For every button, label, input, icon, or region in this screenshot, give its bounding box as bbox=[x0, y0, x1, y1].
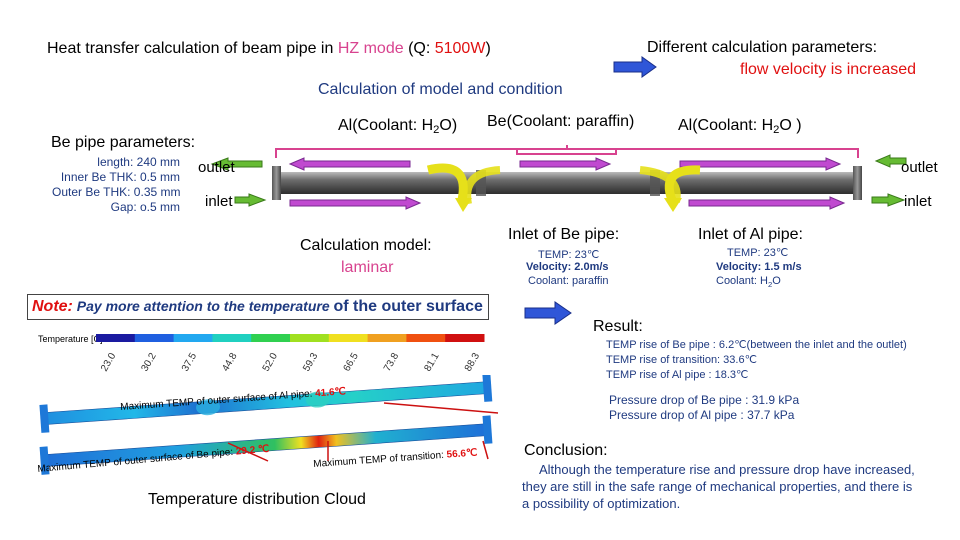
legend-color-segment bbox=[173, 334, 213, 342]
model-value: laminar bbox=[341, 259, 394, 276]
result-line: TEMP rise of transition: 33.6℃ bbox=[606, 354, 757, 366]
result-line: TEMP rise of Be pipe : 6.2℃(between the … bbox=[606, 339, 907, 351]
pipe-flange-right bbox=[853, 166, 862, 200]
pressure-line: Pressure drop of Al pipe : 37.7 kPa bbox=[609, 408, 795, 422]
legend-title: Temperature [C] bbox=[38, 334, 103, 344]
outlet-left-label: outlet bbox=[198, 159, 235, 176]
legend-tick-label: 88.3 bbox=[463, 351, 482, 374]
legend-color-segment bbox=[367, 334, 407, 342]
legend-tick-label: 23.0 bbox=[99, 351, 118, 374]
pressure-line: Pressure drop of Be pipe : 31.9 kPa bbox=[609, 393, 800, 407]
title-q-close: ) bbox=[485, 40, 491, 57]
legend-color-segment bbox=[134, 334, 175, 342]
pipe-params-list: length: 240 mm Inner Be THK: 0.5 mm Oute… bbox=[52, 155, 181, 215]
legend-color-segment bbox=[406, 334, 446, 342]
pipe-flange-left bbox=[272, 166, 281, 200]
curve-arrow-yellow bbox=[426, 163, 468, 201]
title-q-open: (Q: bbox=[403, 40, 435, 57]
model-condition: Calculation of model and condition bbox=[318, 81, 563, 98]
inlet-al-coolant: Coolant: H2O bbox=[716, 275, 781, 289]
legend-color-segment bbox=[328, 334, 369, 342]
legend-tick-label: 66.5 bbox=[342, 351, 361, 374]
legend-color-segment bbox=[290, 334, 330, 342]
cloud-pipe-bottom bbox=[39, 415, 493, 475]
pipe-param-line: Gap: o.5 mm bbox=[110, 200, 180, 214]
title-prefix: Heat transfer calculation of beam pipe i… bbox=[47, 40, 338, 57]
pipe-param-line: Outer Be THK: 0.35 mm bbox=[52, 185, 181, 199]
flow-arrow-purple bbox=[288, 157, 411, 171]
result-title: Result: bbox=[593, 318, 643, 335]
inlet-be-velocity: Velocity: 2.0m/s bbox=[526, 261, 609, 273]
note-text: Note: Pay more attention to the temperat… bbox=[32, 298, 483, 315]
inlet-be-coolant: Coolant: paraffin bbox=[528, 275, 609, 287]
pipe-param-line: length: 240 mm bbox=[97, 155, 180, 169]
note-box: Note: Pay more attention to the temperat… bbox=[27, 294, 489, 320]
pipe-params-title: Be pipe parameters: bbox=[51, 134, 196, 151]
result-arrow-icon bbox=[524, 301, 572, 325]
inlet-right-label: inlet bbox=[904, 193, 932, 210]
inlet-be-title: Inlet of Be pipe: bbox=[508, 226, 620, 243]
legend-tick-label: 30.2 bbox=[139, 351, 158, 374]
inlet-left-label: inlet bbox=[205, 193, 233, 210]
segment-left-label: Al(Coolant: H2O) bbox=[338, 117, 458, 136]
title-q-value: 5100W bbox=[434, 40, 486, 57]
pipe-param-line: Inner Be THK: 0.5 mm bbox=[60, 170, 180, 184]
legend-color-segment bbox=[445, 334, 485, 342]
segment-middle-label: Be(Coolant: paraffin) bbox=[487, 113, 635, 130]
inlet-al-velocity: Velocity: 1.5 m/s bbox=[716, 261, 802, 273]
legend-tick-label: 59.3 bbox=[301, 351, 320, 374]
flow-arrow-purple bbox=[289, 196, 422, 210]
inlet-right-arrow bbox=[871, 193, 906, 207]
pipe-body bbox=[272, 172, 862, 194]
pipe-schematic bbox=[210, 145, 907, 212]
model-label: Calculation model: bbox=[300, 237, 432, 254]
result-line: TEMP rise of Al pipe : 18.3℃ bbox=[606, 369, 749, 381]
title-mode: HZ mode bbox=[337, 40, 404, 57]
conclusion-title: Conclusion: bbox=[524, 442, 608, 459]
inlet-al-title: Inlet of Al pipe: bbox=[698, 226, 803, 243]
inlet-al-temp: TEMP: 23℃ bbox=[727, 247, 789, 259]
outlet-right-arrow bbox=[874, 154, 907, 168]
diff-title: Different calculation parameters: bbox=[647, 39, 878, 56]
outlet-left-arrow bbox=[210, 157, 263, 171]
diff-value: flow velocity is increased bbox=[740, 61, 917, 78]
legend-tick-label: 81.1 bbox=[422, 351, 441, 374]
flow-arrow-purple bbox=[679, 157, 842, 171]
legend-tick-label: 73.8 bbox=[382, 351, 401, 374]
right-arrow-icon bbox=[613, 56, 657, 78]
legend-color-segment bbox=[212, 334, 252, 342]
legend-tick-label: 44.8 bbox=[220, 351, 239, 374]
pressure-list: Pressure drop of Be pipe : 31.9 kPa Pres… bbox=[609, 393, 799, 423]
legend-color-segment bbox=[96, 334, 136, 342]
cloud-pipe-top bbox=[39, 375, 493, 433]
temperature-legend: 23.0 30.2 37.5 44.8 52.0 59.3 66.5 73.8 81.1 88.3 bbox=[96, 334, 485, 374]
inlet-left-arrow bbox=[234, 193, 267, 207]
flow-arrow-purple bbox=[688, 196, 846, 210]
temperature-cloud bbox=[39, 375, 499, 475]
result-list: TEMP rise of Be pipe : 6.2℃(between the … bbox=[606, 338, 907, 383]
conclusion-text: Although the temperature rise and pressu… bbox=[522, 462, 915, 511]
segment-brackets bbox=[275, 145, 859, 158]
legend-tick-label: 52.0 bbox=[261, 351, 280, 374]
page-title: Heat transfer calculation of beam pipe i… bbox=[47, 40, 491, 58]
flow-arrow-purple bbox=[519, 157, 612, 171]
inlet-be-temp: TEMP: 23℃ bbox=[538, 249, 600, 261]
cloud-caption: Temperature distribution Cloud bbox=[148, 491, 366, 508]
legend-color-segment bbox=[251, 334, 291, 342]
segment-right-label: Al(Coolant: H2O ) bbox=[678, 117, 802, 136]
outlet-right-label: outlet bbox=[901, 159, 938, 176]
legend-tick-label: 37.5 bbox=[180, 351, 199, 374]
curve-arrow-yellow bbox=[664, 165, 701, 202]
